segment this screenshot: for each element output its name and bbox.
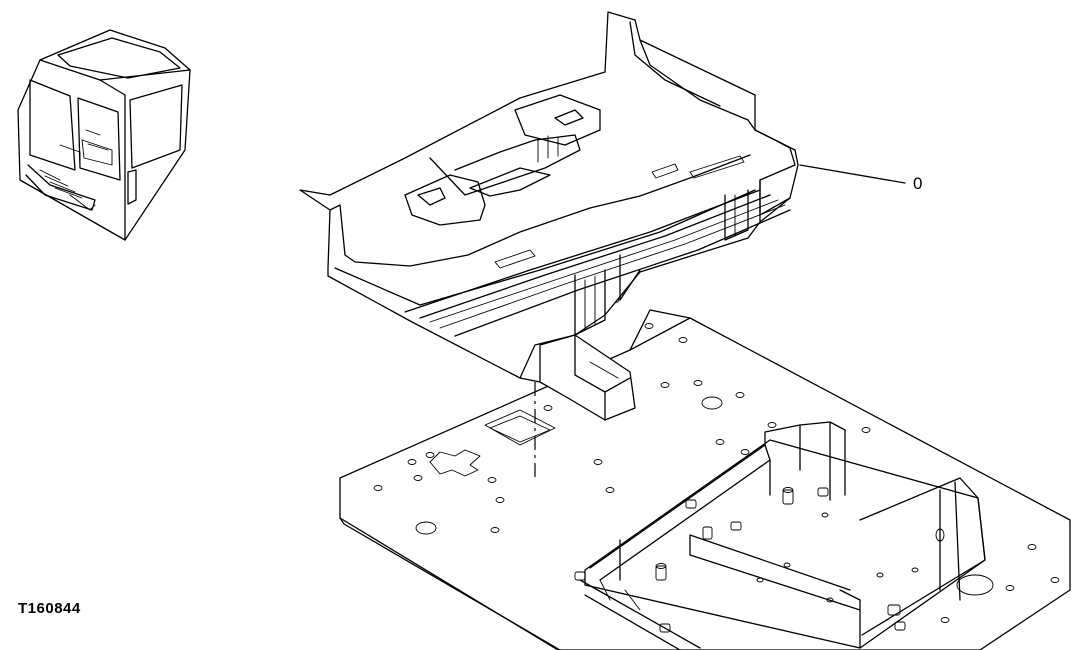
cab-floor-pan bbox=[299, 11, 799, 421]
storage-box bbox=[574, 421, 986, 650]
callout-label: 0 bbox=[913, 174, 923, 193]
figure-id-label: T160844 bbox=[18, 600, 81, 617]
callout-leader-line bbox=[799, 164, 906, 184]
cab-locator-view bbox=[17, 29, 191, 241]
